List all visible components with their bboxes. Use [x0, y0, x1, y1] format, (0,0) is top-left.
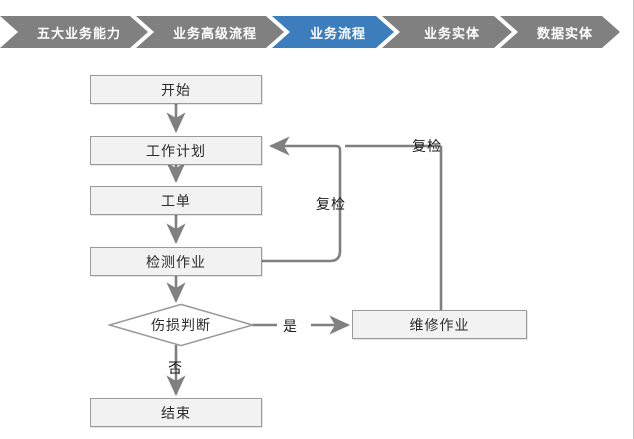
node-label: 工作计划 [146, 142, 206, 159]
breadcrumb-label: 五大业务能力 [36, 25, 121, 41]
node-end[interactable]: 结束 [90, 398, 262, 427]
breadcrumb: 五大业务能力 业务高级流程 业务流程 业务实体 数据实体 [0, 16, 620, 48]
node-start[interactable]: 开始 [90, 75, 262, 104]
node-label: 伤损判断 [151, 317, 211, 333]
node-label: 检测作业 [146, 253, 206, 270]
breadcrumb-label: 业务流程 [309, 25, 366, 41]
node-label: 开始 [161, 81, 191, 98]
edge-label-no: 否 [168, 360, 183, 376]
breadcrumb-item-1[interactable]: 五大业务能力 [0, 16, 148, 48]
breadcrumb-label: 业务高级流程 [172, 25, 257, 41]
breadcrumb-item-5[interactable]: 数据实体 [500, 16, 620, 48]
node-repair[interactable]: 维修作业 [352, 310, 527, 339]
node-inspection[interactable]: 检测作业 [90, 247, 262, 276]
breadcrumb-label: 数据实体 [536, 25, 593, 41]
node-work-order[interactable]: 工单 [90, 186, 262, 215]
breadcrumb-item-3[interactable]: 业务流程 [272, 16, 394, 48]
breadcrumb-item-4[interactable]: 业务实体 [382, 16, 512, 48]
breadcrumb-label: 业务实体 [423, 25, 480, 41]
edge-label-recheck-inner: 复检 [316, 196, 346, 212]
node-label: 工单 [161, 192, 191, 209]
node-work-plan[interactable]: 工作计划 [90, 136, 262, 165]
node-label: 维修作业 [409, 316, 470, 333]
node-damage-decision[interactable]: 伤损判断 [108, 303, 254, 347]
breadcrumb-item-2[interactable]: 业务高级流程 [136, 16, 284, 48]
edge-label-recheck-outer: 复检 [412, 138, 442, 154]
node-label: 结束 [161, 404, 191, 421]
edge-label-yes: 是 [283, 318, 298, 334]
